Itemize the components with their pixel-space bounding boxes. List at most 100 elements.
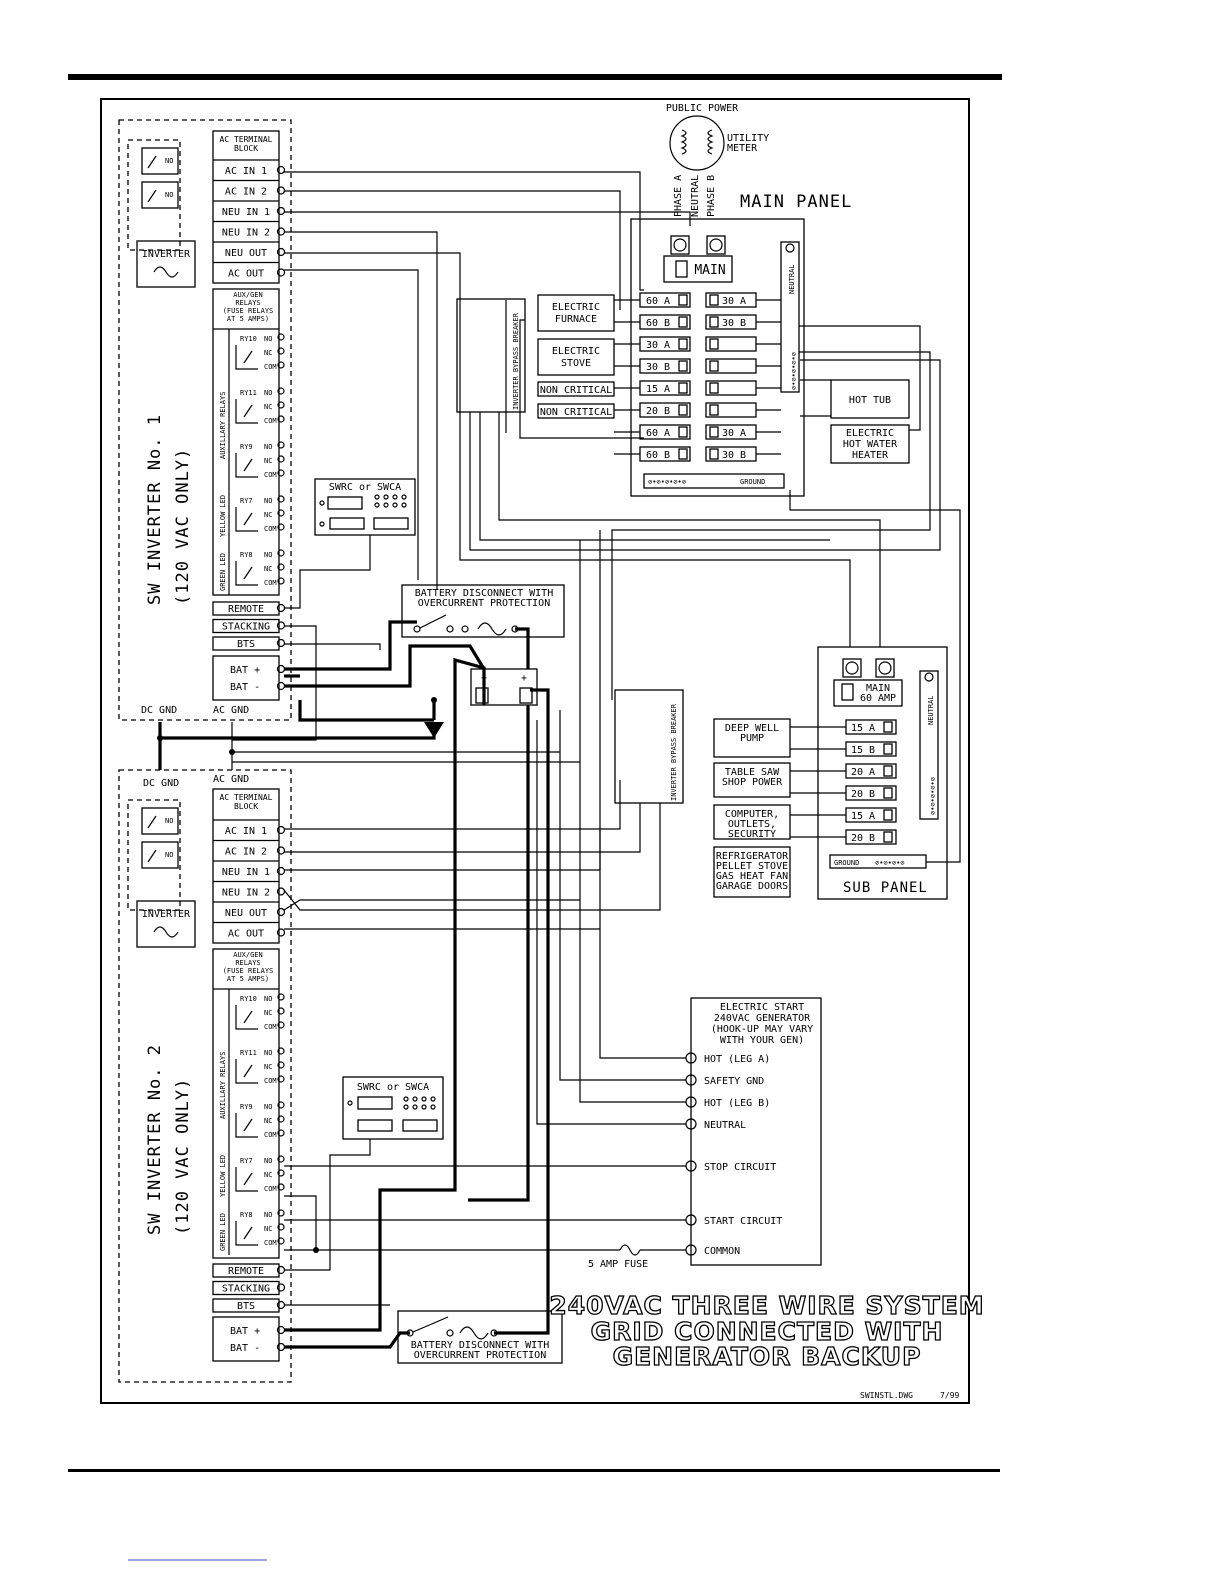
dc-battery-wiring <box>158 620 550 1349</box>
sw-inverter-2: SW INVERTER No. 2 (120 VAC ONLY) AC TERM… <box>118 769 292 1383</box>
ac-gnd-label-2: AC GND <box>213 774 249 785</box>
utility-meter-label-2: METER <box>727 143 758 154</box>
remote-button <box>383 502 389 508</box>
relay-coil-wire <box>235 345 258 370</box>
phase-a-label: PHASE A <box>673 175 684 217</box>
breaker-toggle <box>709 448 719 460</box>
relay-arm <box>243 1172 253 1186</box>
sub-load-label: PELLET STOVE <box>716 861 788 872</box>
ground-bar-screws: ⊘•⊘•⊘•⊘•⊘ <box>648 478 686 486</box>
dc-gnd-label-1: DC GND <box>141 705 177 716</box>
bat-plus-label: BAT + <box>230 665 260 676</box>
bottom-terminal-label: BTS <box>237 639 255 650</box>
battery-disconnect-2-line2: OVERCURRENT PROTECTION <box>414 1350 546 1361</box>
relay-contact-label: COM <box>264 579 277 587</box>
main-load-label: STOVE <box>561 358 591 369</box>
generator-header: ELECTRIC START <box>720 1002 804 1013</box>
relay-terminal <box>277 347 285 355</box>
breaker-toggle <box>678 404 688 416</box>
bottom-terminal-label: REMOTE <box>228 1266 264 1277</box>
relay-common-node <box>313 1247 319 1253</box>
breaker-toggle <box>678 426 688 438</box>
relay-terminal <box>277 549 285 557</box>
drawing-id: SWINSTL.DWG <box>860 1391 913 1400</box>
relay-contact-label: NO <box>264 1211 272 1219</box>
battery-plus: + <box>521 673 527 684</box>
bypass-breaker-2-label: INVERTER BYPASS BREAKER <box>670 703 678 801</box>
relay-terminal <box>277 1047 285 1055</box>
breaker-toggle <box>678 382 688 394</box>
relay-contact-label: COM <box>264 1077 277 1085</box>
bottom-terminal-label: STACKING <box>222 1284 270 1295</box>
relay-name: RY10 <box>240 995 257 1003</box>
relay-arm <box>243 1064 253 1078</box>
remote-button <box>401 494 407 500</box>
relay-terminal <box>277 1061 285 1069</box>
relay-header: RELAYS <box>235 299 260 307</box>
relay-terminal <box>277 441 285 449</box>
sub-breaker-label: 20 B <box>851 833 875 844</box>
terminal-screw <box>276 165 286 175</box>
bottom-terminal-box <box>212 1280 280 1296</box>
breaker-toggle <box>709 426 719 438</box>
terminal-label: NEU OUT <box>225 908 267 919</box>
relay-terminal <box>277 1021 285 1029</box>
battery-disconnect-1-line1: BATTERY DISCONNECT WITH <box>415 588 553 599</box>
relay-terminal <box>277 1183 285 1191</box>
breaker-left-label: 30 A <box>646 340 670 351</box>
public-power-label: PUBLIC POWER <box>666 103 739 114</box>
remote-button <box>412 1096 418 1102</box>
sub-breaker-label: 20 A <box>851 767 875 778</box>
sub-neutral-label: NEUTRAL <box>927 695 935 725</box>
remote-button <box>374 494 380 500</box>
sub-main-label-2: 60 AMP <box>860 693 896 704</box>
breaker-toggle <box>678 316 688 328</box>
relay-name: RY8 <box>240 551 253 559</box>
battery-terminal-box <box>212 1316 280 1362</box>
sub-load-label: REFRIGERATOR <box>716 851 789 862</box>
sub-load-label: OUTLETS, <box>728 819 776 830</box>
relay-contact-label: NO <box>264 443 272 451</box>
transfer-relay-no: NO <box>165 851 173 859</box>
sub-load-box <box>713 804 791 840</box>
relay-terminal <box>277 333 285 341</box>
sub-ground-screws: ⊘•⊘•⊘•⊘ <box>875 859 905 867</box>
sub-breaker-label: 20 B <box>851 789 875 800</box>
yellow-led-label: YELLOW LED <box>219 495 227 537</box>
relay-contact-label: NO <box>264 335 272 343</box>
generator-terminal-label: COMMON <box>704 1246 740 1257</box>
ac-terminal-block-label-2: BLOCK <box>234 144 258 153</box>
bottom-terminal-label: REMOTE <box>228 604 264 615</box>
terminal-screw <box>276 825 286 835</box>
relay-name: RY7 <box>240 1157 253 1165</box>
relay-terminal <box>277 1101 285 1109</box>
battery-disconnect-1: BATTERY DISCONNECT WITH OVERCURRENT PROT… <box>401 584 565 638</box>
sub-load-box <box>713 846 791 898</box>
sub-load-label: TABLE SAW <box>725 767 780 778</box>
breaker-toggle <box>709 382 719 394</box>
breaker-left-label: 60 B <box>646 450 670 461</box>
relay-contact-label: NC <box>264 1009 272 1017</box>
sub-breaker-label: 15 A <box>851 811 875 822</box>
ac-terminal-block-label: AC TERMINAL <box>220 793 273 802</box>
relay-contact <box>147 849 157 863</box>
transfer-relay <box>141 147 179 175</box>
bottom-terminal-label: BTS <box>237 1301 255 1312</box>
bypass-breaker-1-label: INVERTER BYPASS BREAKER <box>512 312 520 410</box>
relay-terminal <box>277 1169 285 1177</box>
bat-plus-label: BAT + <box>230 1326 260 1337</box>
ac-gnd-label-1: AC GND <box>213 705 249 716</box>
relay-terminal <box>277 387 285 395</box>
relay-coil-wire <box>235 1113 258 1138</box>
remote-button <box>430 1096 436 1102</box>
relay-terminal <box>277 469 285 477</box>
remote-1-label: SWRC or SWCA <box>329 482 401 493</box>
battery-disconnect-2: BATTERY DISCONNECT WITH OVERCURRENT PROT… <box>397 1310 563 1364</box>
relay-header: AUX/GEN <box>233 951 263 959</box>
bottom-terminal-screw <box>276 1283 286 1292</box>
generator-header: WITH YOUR GEN) <box>720 1035 804 1046</box>
main-ground-bar-label: GROUND <box>740 478 765 486</box>
relay-arm <box>243 566 253 580</box>
relay-header: AT 5 AMPS) <box>227 315 269 323</box>
